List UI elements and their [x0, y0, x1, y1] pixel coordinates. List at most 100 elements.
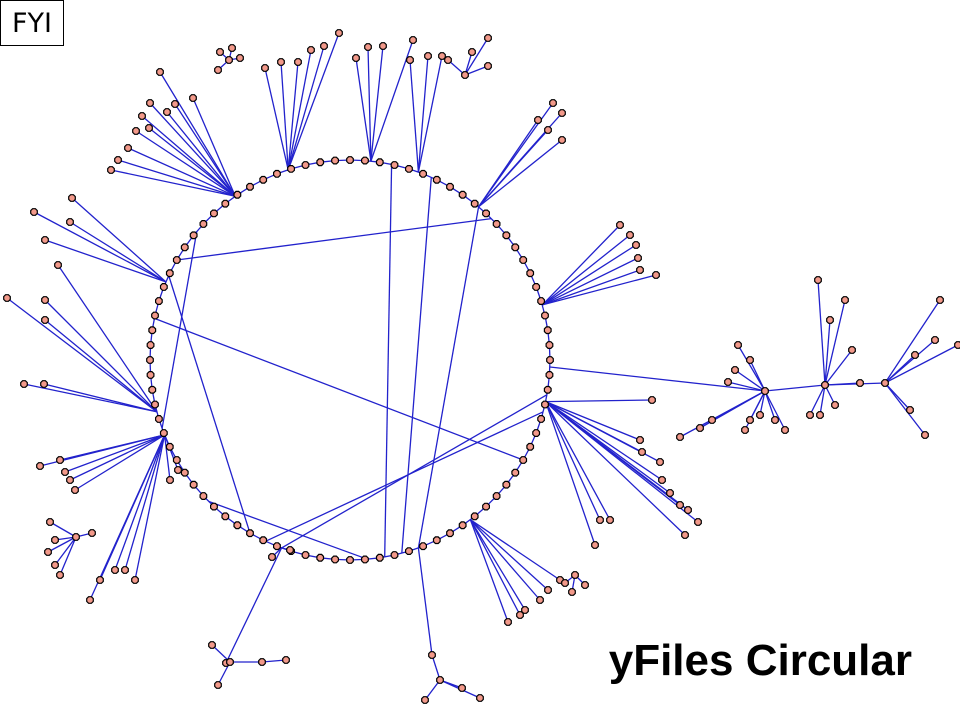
graph-node [482, 209, 490, 218]
graph-node [444, 56, 452, 64]
graph-node [856, 379, 864, 387]
graph-edge [117, 159, 236, 197]
graph-node [658, 476, 666, 484]
graph-node [676, 433, 684, 441]
graph-node [151, 311, 159, 320]
graph-edge [168, 275, 251, 534]
graph-edge [679, 390, 766, 438]
graph-edge [417, 547, 433, 656]
graph-edge [819, 384, 826, 416]
graph-edge [541, 234, 631, 306]
graph-edge [287, 49, 312, 170]
graph-node [146, 356, 154, 364]
graph-node [199, 492, 208, 500]
graph-node [208, 641, 216, 649]
graph-edge [734, 369, 766, 392]
graph-node [146, 341, 155, 349]
graph-node [30, 208, 38, 216]
graph-node [502, 231, 511, 240]
graph-node [246, 529, 254, 538]
graph-node [268, 553, 276, 561]
graph-node [504, 618, 512, 626]
graph-node [636, 436, 644, 444]
graph-edge [74, 434, 165, 491]
graph-node [468, 48, 476, 56]
graph-node [210, 209, 218, 218]
graph-edge [545, 401, 699, 523]
graph-node [273, 542, 281, 551]
graph-node [165, 442, 174, 451]
graph-node [571, 571, 579, 579]
graph-node [521, 606, 529, 614]
graph-edge [127, 147, 236, 197]
graph-edge [71, 197, 167, 283]
graph-node [159, 429, 168, 437]
graph-edge [174, 103, 236, 197]
graph-edge [424, 679, 441, 701]
graph-node [189, 231, 198, 240]
graph-node [54, 261, 62, 269]
graph-node [821, 381, 829, 389]
graph-node [432, 536, 441, 545]
graph-edge [149, 102, 236, 197]
graph-edge [545, 401, 601, 521]
graph-node [906, 406, 914, 414]
graph-edge [401, 177, 432, 554]
graph-node [532, 429, 541, 437]
graph-node [746, 356, 754, 364]
graph-node [221, 199, 230, 208]
graph-node [458, 521, 467, 530]
graph-node [458, 190, 467, 199]
graph-edge [134, 434, 166, 581]
graph-node [652, 271, 660, 279]
graph-edge [154, 317, 524, 461]
graph-node [881, 379, 889, 387]
graph-edge [417, 55, 443, 173]
graph-edge [824, 382, 861, 386]
graph-node [568, 588, 576, 596]
graph-edge [545, 400, 641, 441]
graph-node [66, 476, 74, 484]
graph-node [526, 442, 535, 451]
graph-node [681, 531, 689, 539]
graph-edge [464, 37, 489, 76]
graph-node [166, 476, 174, 484]
graph-node [148, 326, 157, 335]
graph-node [286, 546, 294, 554]
graph-node [156, 68, 164, 76]
graph-node [121, 566, 129, 574]
graph-node [526, 269, 535, 278]
graph-node [543, 326, 552, 335]
graph-node [936, 296, 944, 304]
graph-node [379, 42, 387, 50]
graph-node [816, 411, 824, 419]
graph-node [352, 54, 360, 62]
graph-edge [545, 399, 653, 403]
graph-edge [469, 519, 549, 591]
graph-node [316, 553, 325, 562]
graph-edge [469, 519, 521, 616]
graph-node [596, 516, 604, 524]
graph-edge [542, 269, 641, 306]
graph-node [519, 456, 528, 464]
graph-node [436, 676, 444, 684]
graph-edge [57, 264, 158, 413]
graph-edge [884, 382, 911, 411]
graph-node [96, 576, 104, 584]
graph-edge [764, 390, 786, 431]
graph-edge [478, 129, 549, 208]
graph-node [734, 341, 742, 349]
graph-node [346, 156, 354, 164]
graph-node [41, 236, 49, 244]
graph-edge [64, 434, 165, 473]
graph-node [606, 516, 614, 524]
graph-edge [417, 55, 429, 173]
graph-edge [431, 654, 441, 681]
graph-node [375, 158, 384, 167]
graph-node [537, 297, 546, 305]
graph-node [428, 651, 436, 659]
graph-node [261, 64, 269, 72]
graph-node [546, 356, 554, 364]
graph-node [390, 551, 399, 559]
graph-node [165, 269, 174, 278]
